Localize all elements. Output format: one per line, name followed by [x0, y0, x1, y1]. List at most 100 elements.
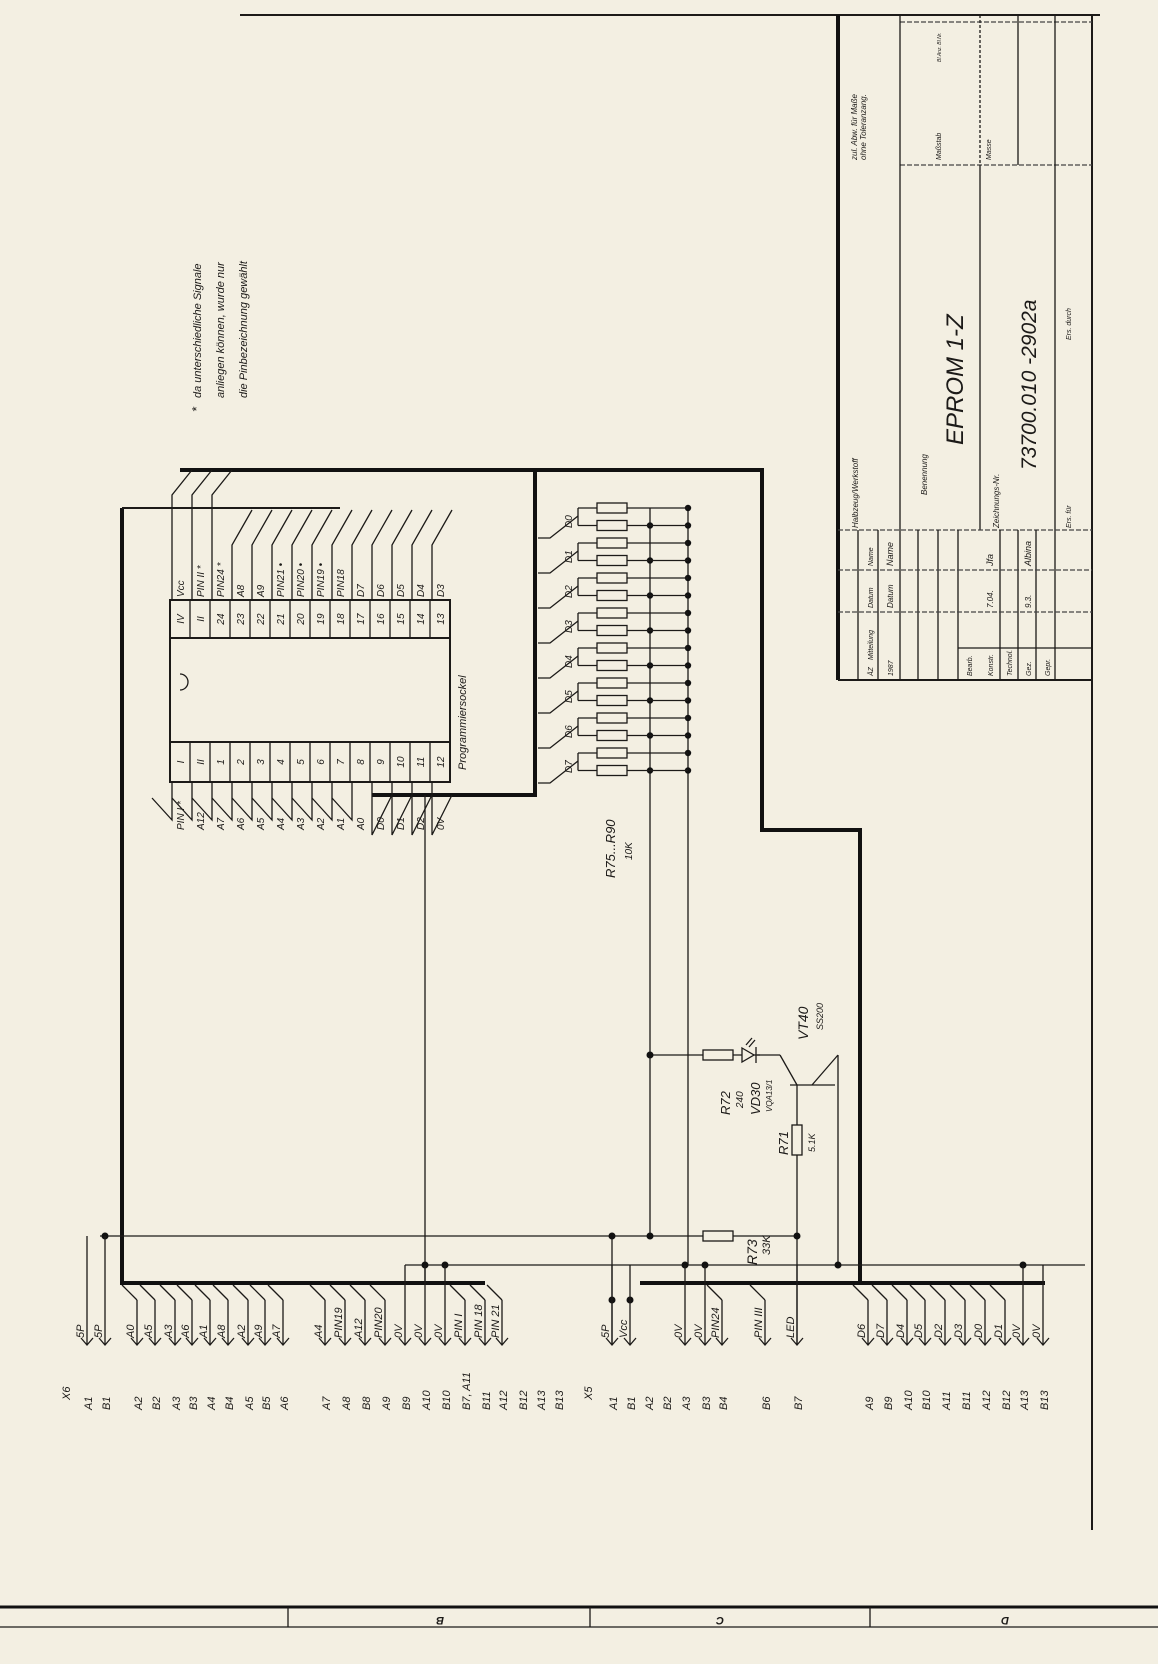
- socket-lead-bottom: [211, 782, 233, 822]
- footnote: * da unterschiedliche Signale anliegen k…: [189, 260, 250, 412]
- bus-entry: [309, 1284, 326, 1301]
- socket-pin-label-top: A9: [256, 584, 267, 598]
- connector-pin-label: B5: [261, 1396, 273, 1410]
- r73-ref: R73: [744, 1239, 760, 1265]
- connector-signal-label: 5P: [75, 1324, 87, 1338]
- arrow-icon: [338, 1337, 352, 1346]
- arrow-icon: [1016, 1337, 1030, 1346]
- socket-lead-bottom: [371, 782, 393, 836]
- halbzeug-label: Halbzeug/Werkstoff: [851, 458, 860, 528]
- r71-value: 5.1K: [807, 1132, 817, 1152]
- resistor-data-label: D6: [564, 725, 575, 738]
- footnote-line-3: die Pinbezeichnung gewählt: [238, 260, 250, 398]
- socket-pin-label-bottom: A6: [236, 817, 247, 831]
- socket-pin-label-top: D4: [416, 584, 427, 597]
- resistor-r71: [791, 1124, 803, 1156]
- tolerance-label: zul. Abw. für Maße: [850, 94, 859, 162]
- connector-signal-label: A2: [236, 1325, 248, 1339]
- revision-table: ÄZMitteilungDatumName1987DatumNameBearb.…: [867, 541, 1052, 677]
- title-block: [836, 15, 1092, 681]
- connector-pin-label: A6: [279, 1396, 291, 1411]
- connector-pin-label: B2: [151, 1397, 163, 1410]
- zeichnungs-nr-label: Zeichnungs-Nr.: [992, 474, 1001, 529]
- resistor-data-label: D2: [564, 585, 575, 598]
- resistor: [596, 764, 628, 777]
- revision-row-date: 9.3.: [1024, 595, 1033, 608]
- bus-entry: [449, 1284, 466, 1301]
- connector-pin-label: A3: [681, 1396, 693, 1411]
- arrow-icon: [418, 1337, 432, 1346]
- connector-pin-label: B4: [718, 1397, 730, 1410]
- socket-pin-number-top: 23: [236, 613, 247, 626]
- zone-label-b: B: [436, 1614, 444, 1626]
- junction-dot: [793, 1232, 801, 1240]
- revision-row-label: Konstr.: [988, 654, 995, 676]
- revision-row-label: Gepr.: [1045, 659, 1052, 676]
- socket-pin-label-top: D5: [396, 584, 407, 597]
- socket-lead-bottom: [391, 782, 413, 836]
- socket-pin-label-top: PIN II *: [196, 564, 207, 597]
- resistor: [596, 537, 628, 549]
- connector-pin-label: A10: [421, 1390, 433, 1411]
- socket-pin-number-top: IV: [176, 613, 187, 624]
- arrow-icon: [458, 1337, 472, 1346]
- revision-row-label: Technol.: [1007, 650, 1014, 676]
- arrow-icon: [80, 1337, 94, 1346]
- socket-lead-top: [411, 509, 433, 600]
- connector-pin-label: B4: [224, 1397, 236, 1410]
- connector-signal-label: A6: [180, 1324, 192, 1339]
- socket-pin-number-top: 24: [216, 613, 227, 626]
- revision-row-label: Gez.: [1026, 661, 1033, 676]
- vd30-ref: VD30: [748, 1082, 763, 1115]
- resistor-network-value: 10K: [624, 841, 635, 860]
- socket-pin-number-top: 20: [296, 613, 307, 626]
- footnote-line-1: da unterschiedliche Signale: [192, 263, 204, 398]
- connector-signal-label: A1: [198, 1325, 210, 1339]
- socket-pin-number-top: 14: [416, 613, 427, 625]
- connector-signal-label: A5: [143, 1324, 155, 1339]
- socket-pin-number-bottom: 3: [256, 759, 267, 765]
- socket-lead-top: [191, 469, 213, 600]
- socket-pin-label-bottom: A0: [356, 817, 367, 831]
- arrow-icon: [258, 1337, 272, 1346]
- revision-header: Datum: [868, 587, 875, 608]
- bus-entry: [139, 1284, 156, 1301]
- arrow-icon: [203, 1337, 217, 1346]
- revision-row-name: Jfa: [985, 554, 995, 567]
- connector-pin-label: B8: [361, 1396, 373, 1410]
- arrow-icon: [978, 1337, 992, 1346]
- footnote-marker: *: [189, 406, 204, 412]
- junction-dot: [608, 1232, 616, 1240]
- vd30-value: VQA13/1: [765, 1080, 774, 1112]
- socket-pin-label-bottom: A12: [196, 812, 207, 831]
- resistor-data-label: D1: [564, 550, 575, 563]
- resistor: [596, 589, 628, 602]
- socket-pin-label-top: Vcc: [176, 580, 187, 597]
- socket-pin-label-bottom: D2: [416, 817, 427, 830]
- socket-pin-label-top: A8: [236, 584, 247, 598]
- resistor-data-label: D4: [564, 655, 575, 668]
- socket-pin-number-top: 13: [436, 613, 447, 625]
- bus-entry: [852, 1284, 869, 1301]
- resistor: [596, 572, 628, 584]
- bus-entry: [159, 1284, 176, 1301]
- vt40-ref: VT40: [795, 1006, 811, 1040]
- socket-pin-number-bottom: 1: [216, 759, 227, 765]
- socket-lead-top: [391, 509, 413, 600]
- resistor: [596, 502, 628, 514]
- socket-pin-number-bottom: 10: [396, 756, 407, 768]
- connector-pin-label: A13: [536, 1390, 548, 1411]
- bus-entry: [706, 1284, 723, 1301]
- connector-pin-label: B9: [883, 1397, 895, 1410]
- arrow-icon: [605, 1337, 619, 1346]
- ers-durch-label: Ers. durch: [1066, 308, 1073, 340]
- data-line: [538, 620, 579, 644]
- connector-signal-label: D4: [895, 1324, 907, 1338]
- connector-signal-label: PIN24: [710, 1307, 722, 1338]
- socket-pin-number-top: 15: [396, 613, 407, 625]
- connector-signal-label: 0V: [393, 1323, 405, 1338]
- socket-pin-number-bottom: 12: [436, 756, 447, 768]
